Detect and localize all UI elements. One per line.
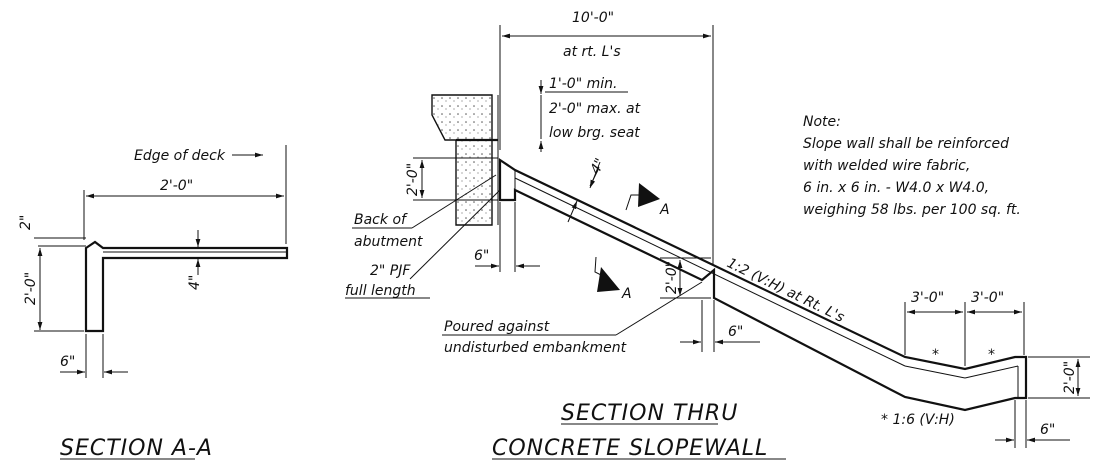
toe-width-label: 6" (474, 248, 489, 264)
seat-min-label: 1'-0" min. (549, 76, 617, 92)
section-mark-top-arrow (638, 183, 660, 207)
pjf-leader (409, 189, 501, 280)
bend-1-label: 3'-0" (911, 290, 944, 306)
poured-label: Poured against (444, 319, 550, 335)
note-line-2: with welded wire fabric, (803, 158, 970, 174)
note-block: Note: Slope wall shall be reinforced wit… (803, 114, 1021, 218)
abutment-block (431, 94, 493, 226)
bend-mid-1 (904, 365, 966, 379)
slopewall-title-line2: CONCRETE SLOPEWALL (492, 436, 768, 461)
note-line-1: Slope wall shall be reinforced (803, 136, 1009, 152)
pjf-label: 2" PJF (370, 263, 411, 279)
bend-1-asterisk: * (932, 347, 939, 363)
back-of-label: Back of (354, 212, 408, 228)
slopewall-title-line1: SECTION THRU (561, 401, 738, 426)
section-aa-title: SECTION A-A (60, 436, 213, 461)
slopewall-group: 10'-0" at rt. L's 1'-0" min. 2'-0" max. … (345, 10, 1090, 461)
key-depth-label: 2'-0" (664, 261, 680, 294)
end-depth-label: 2'-0" (1062, 361, 1078, 394)
footnote-label: * 1:6 (V:H) (881, 412, 955, 428)
slope-label: 1:2 (V:H) at Rt. L's (724, 255, 846, 326)
back-of-leader (411, 174, 497, 229)
slopewall-slab (498, 157, 1028, 412)
aa-width-label: 2'-0" (160, 178, 193, 194)
poured-note-label: undisturbed embankment (444, 340, 627, 356)
aa-slab-thk-label: 4" (187, 275, 203, 290)
bend-2-asterisk: * (988, 347, 995, 363)
note-heading: Note: (803, 114, 841, 130)
section-mark-top-label: A (659, 202, 670, 218)
overall-length-label: 10'-0" (572, 10, 614, 26)
bend-mid-2 (964, 365, 1019, 379)
slab-thk-arrow-top (589, 161, 601, 189)
note-line-3: 6 in. x 6 in. - W4.0 x W4.0, (803, 180, 989, 196)
bend-2-label: 3'-0" (971, 290, 1004, 306)
key-width-label: 6" (728, 324, 743, 340)
abutment-label: abutment (354, 234, 423, 250)
section-mark-bot-arrow (597, 267, 620, 292)
end-width-label: 6" (1040, 422, 1055, 438)
poured-leader (615, 281, 703, 336)
seat-max-label: 2'-0" max. at (549, 101, 641, 117)
aa-height-label: 2'-0" (23, 272, 39, 305)
section-aa-group: Edge of deck 2'-0" 2" 2'-0" 4" 6" SECTIO… (18, 145, 289, 461)
section-mark-top-line (625, 194, 641, 211)
section-aa-profile (84, 240, 289, 333)
seat-note-label: low brg. seat (549, 125, 640, 141)
note-line-4: weighing 58 lbs. per 100 sq. ft. (803, 202, 1021, 218)
aa-top-thk-label: 2" (18, 215, 34, 230)
aa-wall-thk-label: 6" (60, 354, 75, 370)
overall-length-note: at rt. L's (563, 44, 621, 60)
edge-of-deck-label: Edge of deck (134, 148, 226, 164)
slab-thk-label: 4" (587, 156, 608, 177)
toe-depth-label: 2'-0" (405, 163, 421, 196)
section-mark-bot-label: A (621, 286, 632, 302)
pjf-note-label: full length (345, 283, 416, 299)
slab-mid-line (514, 177, 906, 367)
slab-thk-arrow-bot (567, 200, 578, 223)
